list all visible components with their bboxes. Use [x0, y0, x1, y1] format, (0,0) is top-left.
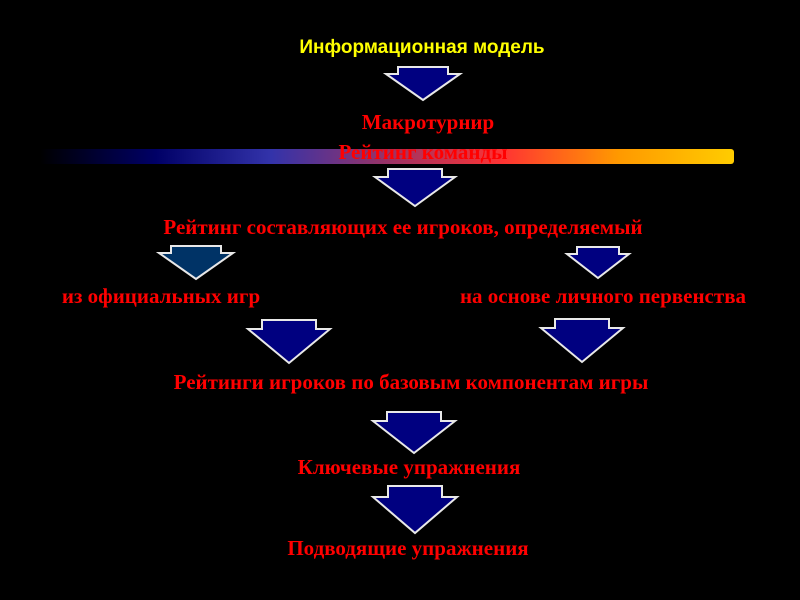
player-rating-label: Рейтинг составляющих ее игроков, определ…	[163, 215, 643, 239]
macro-tournament-label: Макротурнир	[361, 110, 495, 134]
arrow-down-icon	[370, 485, 460, 535]
key-exercises-label: Ключевые упражнения	[297, 455, 521, 479]
arrow-down-icon	[370, 411, 458, 455]
team-rating-label: Рейтинг команды	[338, 140, 508, 164]
arrow-down-icon	[564, 246, 632, 280]
arrow-down-icon	[382, 66, 464, 102]
arrow-down-icon	[371, 168, 459, 208]
arrow-down-icon	[155, 245, 237, 281]
base-components-rating-label: Рейтинги игроков по базовым компонентам …	[173, 370, 649, 394]
official-games-label: из официальных игр	[61, 284, 261, 308]
personal-championship-label: на основе личного первенства	[459, 284, 747, 308]
arrow-down-icon	[245, 319, 333, 365]
lead-up-exercises-label: Подводящие упражнения	[287, 536, 529, 560]
gradient-bar	[40, 149, 734, 164]
arrow-down-icon	[538, 318, 626, 364]
diagram-title: Информационная модель	[299, 37, 545, 58]
